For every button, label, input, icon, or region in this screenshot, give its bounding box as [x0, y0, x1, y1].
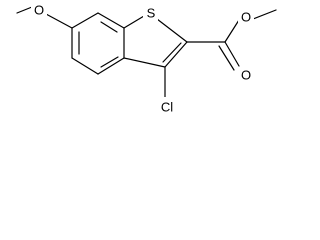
ester-o-single-label-bg [238, 9, 254, 26]
chemical-structure-diagram: S Cl O O O [16, 2, 277, 115]
cl-label-bg [156, 97, 179, 115]
bond-carbonyl-o-double-a [224, 41, 240, 67]
ester-oxygen-double-label: O [241, 67, 251, 82]
bond-c3-c3a [123, 57, 166, 68]
chlorine-label: Cl [161, 99, 173, 114]
bond-b3-inner [100, 56, 119, 68]
ether-oxygen-label: O [34, 2, 44, 17]
structure-canvas: S Cl O O O [16, 2, 277, 115]
bond-b3 [97, 57, 125, 75]
bond-b5-inner [100, 21, 118, 33]
bond-s-left [123, 15, 145, 29]
bond-methyl-o [16, 6, 33, 14]
bond-group [16, 6, 277, 103]
bond-b2 [71, 57, 99, 75]
sulfur-label: S [147, 5, 156, 20]
bond-o-methyl [252, 9, 277, 20]
bond-carbonyl-o-single [224, 19, 240, 43]
ester-oxygen-single-label: O [241, 9, 251, 24]
bond-o-ring [45, 13, 73, 29]
s-label-bg [143, 5, 158, 22]
bond-b5 [97, 12, 125, 29]
bond-c2-c3 [164, 41, 188, 68]
bond-b6 [71, 12, 99, 29]
ester-o-double-label-bg [238, 67, 254, 84]
bond-carbonyl-o-double-b [218, 45, 235, 71]
bond-s-right [156, 18, 188, 43]
ether-o-label-bg [31, 2, 47, 19]
bond-c2-c3-double [162, 42, 182, 63]
